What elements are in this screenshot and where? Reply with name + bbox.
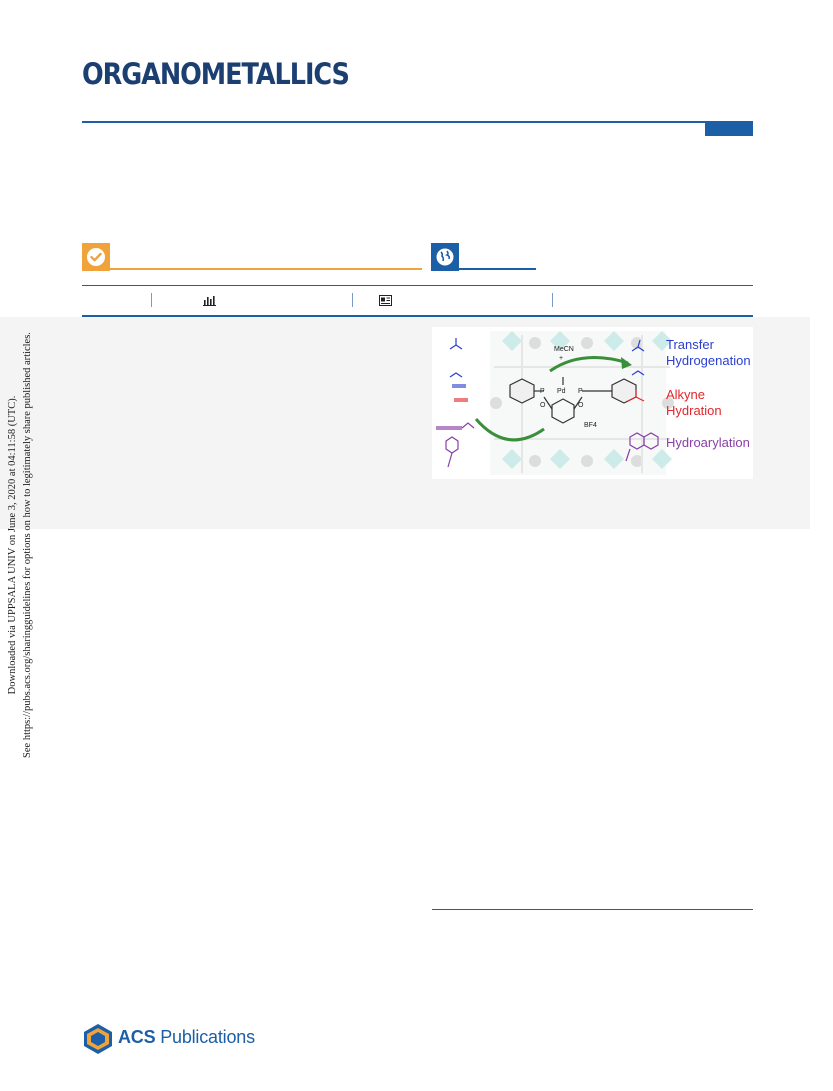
toc-hydroarylation-label: Hydroarylation bbox=[666, 435, 750, 450]
svg-text:P: P bbox=[540, 388, 545, 395]
toc-graphic: MeCN + Pd P P O O BF4 bbox=[432, 327, 753, 479]
column-footer-rule bbox=[432, 909, 753, 910]
metrics-separator bbox=[352, 293, 353, 307]
svg-text:P: P bbox=[578, 388, 583, 395]
bar-chart-icon[interactable] bbox=[203, 295, 216, 306]
acs-publications-wordmark[interactable]: ACS Publications bbox=[118, 1027, 255, 1047]
cite-underline bbox=[110, 268, 422, 270]
svg-text:O: O bbox=[540, 402, 546, 409]
article-icon[interactable] bbox=[379, 295, 392, 306]
metrics-separator bbox=[552, 293, 553, 307]
cite-this-button[interactable] bbox=[82, 243, 110, 271]
acs-hexagon-logo-icon[interactable] bbox=[82, 1023, 114, 1055]
download-notice-line1: Downloaded via UPPSALA UNIV on June 3, 2… bbox=[7, 395, 18, 695]
header-tab bbox=[705, 123, 753, 136]
metrics-bar-bottom-rule bbox=[82, 315, 753, 317]
toc-alkyne-hydration-label: Alkyne Hydration bbox=[666, 387, 722, 418]
download-notice: Downloaded via UPPSALA UNIV on June 3, 2… bbox=[5, 330, 41, 760]
journal-title: ORGANOMETALLICS bbox=[82, 57, 350, 91]
toc-graphic-artwork: MeCN + Pd P P O O BF4 bbox=[436, 331, 674, 475]
globe-icon bbox=[436, 248, 454, 266]
toc-mecn-label: MeCN bbox=[554, 346, 574, 353]
open-access-badge[interactable] bbox=[431, 243, 459, 271]
download-notice-line2: See https://pubs.acs.org/sharingguidelin… bbox=[22, 332, 33, 758]
toc-pd-label: Pd bbox=[557, 388, 566, 395]
header-rule bbox=[82, 121, 753, 123]
toc-transfer-hydrogenation-label: Transfer Hydrogenation bbox=[666, 337, 751, 368]
open-access-underline bbox=[459, 268, 536, 270]
metrics-bar-top-rule bbox=[82, 285, 753, 286]
toc-bf4-label: BF4 bbox=[584, 422, 597, 429]
toc-plus-label: + bbox=[559, 355, 563, 362]
check-circle-icon bbox=[87, 248, 105, 266]
metrics-separator bbox=[151, 293, 152, 307]
svg-text:O: O bbox=[578, 402, 584, 409]
